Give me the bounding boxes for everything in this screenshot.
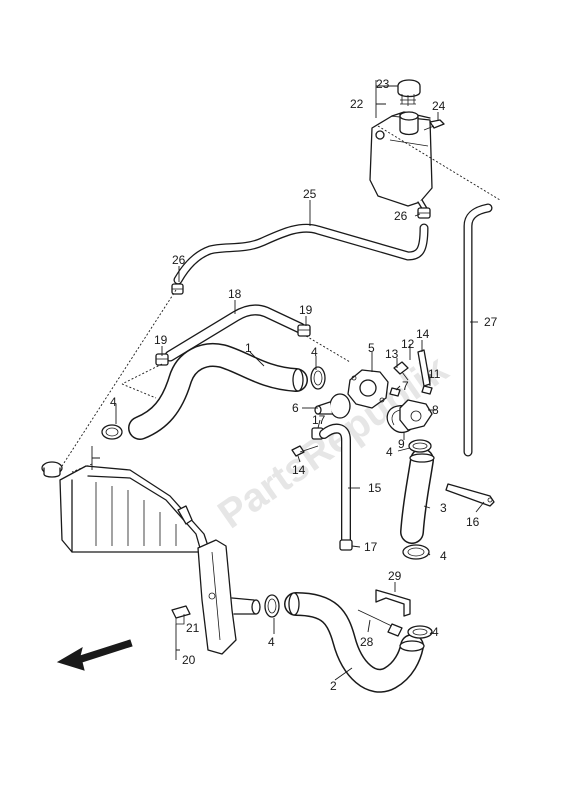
hose-15[interactable] (319, 423, 351, 545)
leader-lines (91, 80, 485, 681)
label-5[interactable]: 5 (368, 341, 375, 355)
strap-16[interactable] (445, 483, 495, 507)
label-13[interactable]: 14 (416, 327, 430, 341)
reservoir-tank[interactable] (369, 111, 433, 207)
part-number-labels: 23 22 24 25 26 26 18 19 19 1 4 5 14 12 1… (110, 77, 498, 693)
label-24[interactable]: 24 (432, 99, 446, 113)
hose-clip-19-right[interactable] (297, 324, 311, 337)
thermostat-cover-8[interactable] (399, 399, 433, 431)
label-11[interactable]: 12 (401, 337, 415, 351)
label-8[interactable]: 8 (432, 403, 439, 417)
radiator-side-tank[interactable] (197, 539, 261, 655)
sensor-12-11[interactable] (393, 361, 409, 381)
label-26-lower[interactable]: 26 (172, 253, 186, 267)
label-19-left[interactable]: 19 (154, 333, 168, 347)
bypass-hose-18[interactable] (164, 304, 306, 362)
reservoir-cap[interactable] (397, 79, 421, 106)
hose-clamp-4-c[interactable] (408, 439, 432, 453)
bolts-7-10[interactable] (389, 385, 433, 397)
radiator-cap[interactable] (41, 461, 63, 478)
reservoir-bolt[interactable] (423, 119, 445, 131)
label-17-upper[interactable]: 17 (312, 413, 326, 427)
hose-clamp-4-f[interactable] (407, 625, 433, 639)
label-2[interactable]: 2 (330, 679, 337, 693)
label-25[interactable]: 25 (303, 187, 317, 201)
thermostat-housing-5[interactable] (347, 369, 389, 409)
bolt-14[interactable] (291, 445, 319, 457)
hose-clamp-4-e[interactable] (264, 594, 280, 618)
label-28[interactable]: 28 (360, 635, 374, 649)
hose-clamp-4-b[interactable] (310, 366, 326, 390)
label-4-d[interactable]: 4 (440, 549, 447, 563)
label-10[interactable]: 11 (428, 367, 441, 381)
label-6[interactable]: 6 (292, 401, 299, 415)
radiator[interactable] (59, 465, 211, 553)
label-17-lower[interactable]: 17 (364, 540, 378, 554)
label-15[interactable]: 15 (368, 481, 382, 495)
hose-clip-26-upper[interactable] (417, 207, 431, 219)
label-23[interactable]: 23 (376, 77, 390, 91)
label-21[interactable]: 21 (186, 621, 200, 635)
label-18[interactable]: 18 (228, 287, 242, 301)
hose-25[interactable] (173, 223, 429, 285)
thermostat-6[interactable] (314, 393, 351, 419)
label-1[interactable]: 1 (245, 341, 252, 355)
label-4-b[interactable]: 4 (311, 345, 318, 359)
front-direction-arrow-icon (56, 639, 133, 671)
radiator-hose-3[interactable] (400, 448, 435, 544)
label-9[interactable]: 9 (398, 437, 405, 451)
label-27[interactable]: 27 (484, 315, 498, 329)
label-22[interactable]: 22 (350, 97, 364, 111)
label-20[interactable]: 20 (182, 653, 196, 667)
hose-clamp-4-d[interactable] (402, 544, 430, 560)
label-3[interactable]: 3 (440, 501, 447, 515)
label-12[interactable]: 13 (385, 347, 399, 361)
label-4-f[interactable]: 4 (432, 625, 439, 639)
hose-clip-26-lower[interactable] (171, 283, 184, 295)
label-7[interactable]: 7 (402, 379, 409, 393)
label-14[interactable]: 14 (292, 463, 306, 477)
dashed-lines (61, 125, 501, 473)
hose-clip-17-lower[interactable] (339, 539, 353, 551)
label-26-upper[interactable]: 26 (394, 209, 408, 223)
label-29[interactable]: 29 (388, 569, 402, 583)
label-4-a[interactable]: 4 (110, 395, 117, 409)
drain-plug-21[interactable] (171, 605, 191, 625)
radiator-hose-2[interactable] (284, 592, 425, 693)
hose-clamp-4-a[interactable] (101, 424, 123, 440)
label-19-right[interactable]: 19 (299, 303, 313, 317)
bracket-29[interactable] (375, 589, 411, 617)
label-4-c[interactable]: 4 (386, 445, 393, 459)
bolt-28[interactable] (357, 609, 403, 637)
label-4-e[interactable]: 4 (268, 635, 275, 649)
overflow-hose-27[interactable] (463, 203, 493, 457)
label-16[interactable]: 16 (466, 515, 480, 529)
radiator-hose-1[interactable] (128, 343, 308, 440)
